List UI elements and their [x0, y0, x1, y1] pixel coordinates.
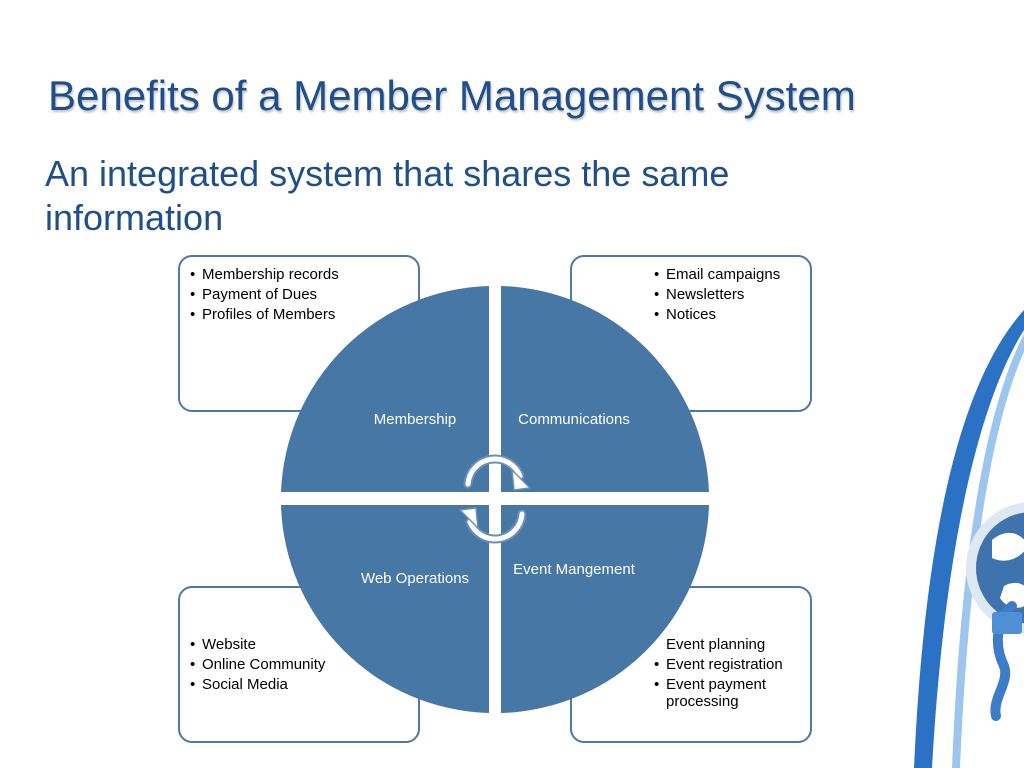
list-item: Newsletters	[654, 286, 809, 303]
list-item: Membership records	[190, 266, 340, 283]
membership-list: Membership records Payment of Dues Profi…	[190, 266, 340, 326]
list-item: Website	[190, 636, 340, 653]
list-item: Online Community	[190, 656, 340, 673]
list-item: Email campaigns	[654, 266, 809, 283]
membership-quadrant	[281, 286, 489, 492]
communications-label: Communications	[518, 411, 630, 428]
slide-title: Benefits of a Member Management System	[48, 72, 856, 119]
list-item: Payment of Dues	[190, 286, 340, 303]
membership-label: Membership	[373, 411, 457, 428]
list-item: Social Media	[190, 676, 340, 693]
web-operations-label: Web Operations	[360, 570, 470, 587]
globe-icon	[914, 310, 1024, 768]
event-management-list: Event planning Event registration Event …	[654, 636, 809, 713]
web-operations-quadrant	[281, 505, 489, 713]
event-management-label: Event Mangement	[513, 561, 635, 578]
list-item: Event planning	[666, 636, 766, 653]
list-item: Notices	[654, 306, 809, 323]
list-item: Event payment processing	[654, 676, 809, 710]
communications-list: Email campaigns Newsletters Notices	[654, 266, 809, 326]
cycle-arrows-icon	[458, 454, 532, 544]
event-management-quadrant	[501, 505, 709, 713]
web-operations-list: Website Online Community Social Media	[190, 636, 340, 696]
communications-quadrant	[501, 286, 709, 492]
slide-subtitle: An integrated system that shares the sam…	[45, 153, 730, 238]
list-item: Event registration	[654, 656, 809, 673]
list-item: Profiles of Members	[190, 306, 340, 323]
